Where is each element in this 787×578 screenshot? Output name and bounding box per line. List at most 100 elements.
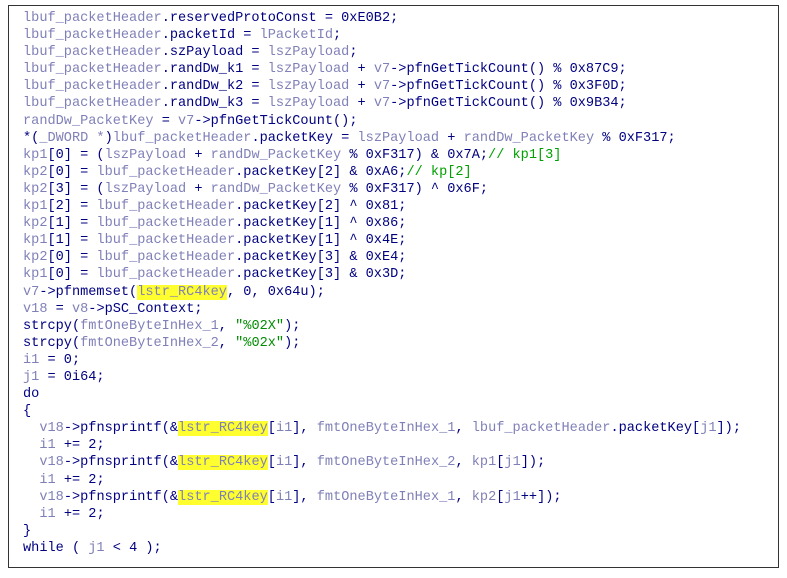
code-identifier[interactable]: v7 [23, 284, 40, 300]
code-identifier[interactable]: lbuf_packetHeader [96, 250, 236, 266]
code-identifier[interactable]: fmtOneByteInHex_2 [316, 455, 456, 471]
code-line[interactable]: v18 = v8->pSC_Context; [23, 301, 741, 318]
code-identifier[interactable]: i1 [39, 472, 56, 488]
code-line[interactable]: } [23, 523, 741, 540]
code-identifier[interactable]: v18 [39, 489, 64, 505]
code-line[interactable]: while ( j1 < 4 ); [23, 540, 741, 557]
code-line[interactable]: lbuf_packetHeader.randDw_k3 = lszPayload… [23, 95, 741, 112]
highlighted-identifier[interactable]: lstr_RC4key [178, 421, 268, 437]
code-identifier[interactable]: v7 [178, 113, 195, 129]
code-identifier[interactable]: i1 [275, 421, 293, 437]
code-line[interactable]: v18->pfnsprintf(&lstr_RC4key[i1], fmtOne… [23, 420, 741, 437]
code-identifier[interactable]: i1 [39, 506, 56, 522]
highlighted-identifier[interactable]: lstr_RC4key [178, 489, 268, 505]
code-identifier[interactable]: fmtOneByteInHex_1 [316, 421, 456, 437]
code-line[interactable]: kp2[0] = lbuf_packetHeader.packetKey[2] … [23, 164, 741, 181]
code-identifier[interactable]: kp2 [23, 216, 48, 232]
code-line[interactable]: kp1[2] = lbuf_packetHeader.packetKey[2] … [23, 198, 741, 215]
code-identifier[interactable]: randDw_PacketKey [210, 147, 342, 163]
code-line[interactable]: v18->pfnsprintf(&lstr_RC4key[i1], fmtOne… [23, 489, 741, 506]
code-identifier[interactable]: lbuf_packetHeader [96, 164, 236, 180]
code-line[interactable]: { [23, 403, 741, 420]
code-identifier[interactable]: j1 [504, 455, 521, 471]
code-line[interactable]: lbuf_packetHeader.randDw_k2 = lszPayload… [23, 78, 741, 95]
code-line[interactable]: lbuf_packetHeader.packetId = lPacketId; [23, 27, 741, 44]
code-line[interactable]: lbuf_packetHeader.reservedProtoConst = 0… [23, 10, 741, 27]
code-identifier[interactable]: j1 [88, 540, 105, 556]
code-identifier[interactable]: randDw_PacketKey [23, 113, 154, 129]
code-identifier[interactable]: lbuf_packetHeader [471, 421, 611, 437]
code-identifier[interactable]: lPacketId [259, 28, 334, 44]
code-line[interactable]: lbuf_packetHeader.szPayload = lszPayload… [23, 44, 741, 61]
code-identifier[interactable]: j1 [504, 489, 521, 505]
code-identifier[interactable]: kp2 [471, 489, 497, 505]
code-identifier[interactable]: lbuf_packetHeader [23, 45, 162, 61]
code-identifier[interactable]: lszPayload [104, 147, 187, 163]
code-line[interactable]: v18->pfnsprintf(&lstr_RC4key[i1], fmtOne… [23, 454, 741, 471]
code-identifier[interactable]: lbuf_packetHeader [23, 96, 162, 112]
code-line[interactable]: kp1[1] = lbuf_packetHeader.packetKey[1] … [23, 232, 741, 249]
code-identifier[interactable]: lszPayload [267, 62, 350, 78]
code-identifier[interactable]: v7 [373, 62, 391, 78]
code-line[interactable]: strcpy(fmtOneByteInHex_2, "%02x"); [23, 335, 741, 352]
code-identifier[interactable]: lbuf_packetHeader [96, 216, 236, 232]
code-identifier[interactable]: i1 [23, 352, 40, 368]
code-identifier[interactable]: kp1 [23, 147, 48, 163]
code-identifier[interactable]: kp1 [23, 199, 48, 215]
code-identifier[interactable]: lbuf_packetHeader [23, 79, 162, 95]
code-line[interactable]: kp1[0] = (lszPayload + randDw_PacketKey … [23, 147, 741, 164]
code-identifier[interactable]: kp2 [23, 181, 48, 197]
code-identifier[interactable]: lszPayload [357, 130, 440, 146]
code-identifier[interactable]: lszPayload [267, 96, 350, 112]
code-identifier[interactable]: lszPayload [104, 181, 187, 197]
code-identifier[interactable]: i1 [275, 455, 293, 471]
code-identifier[interactable]: kp1 [23, 267, 48, 283]
code-identifier[interactable]: kp1 [23, 233, 48, 249]
code-line[interactable]: i1 += 2; [23, 437, 741, 454]
code-identifier[interactable]: i1 [275, 489, 293, 505]
code-line[interactable]: i1 += 2; [23, 472, 741, 489]
code-line[interactable]: randDw_PacketKey = v7->pfnGetTickCount()… [23, 113, 741, 130]
code-identifier[interactable]: lbuf_packetHeader [96, 199, 236, 215]
code-identifier[interactable]: _DWORD * [39, 130, 105, 146]
code-identifier[interactable]: v8 [71, 301, 89, 317]
code-line[interactable]: kp2[3] = (lszPayload + randDw_PacketKey … [23, 181, 741, 198]
code-identifier[interactable]: i1 [39, 438, 56, 454]
code-line[interactable]: v7->pfnmemset(lstr_RC4key, 0, 0x64u); [23, 284, 741, 301]
code-identifier[interactable]: v18 [39, 455, 64, 471]
code-line[interactable]: strcpy(fmtOneByteInHex_1, "%02X"); [23, 318, 741, 335]
code-identifier[interactable]: fmtOneByteInHex_1 [80, 318, 219, 334]
code-identifier[interactable]: kp2 [23, 250, 48, 266]
pseudocode-listing[interactable]: lbuf_packetHeader.reservedProtoConst = 0… [23, 10, 741, 557]
code-identifier[interactable]: randDw_PacketKey [463, 130, 595, 146]
code-line[interactable]: j1 = 0i64; [23, 369, 741, 386]
code-identifier[interactable]: fmtOneByteInHex_1 [316, 489, 456, 505]
code-identifier[interactable]: lszPayload [267, 45, 350, 61]
code-identifier[interactable]: lbuf_packetHeader [112, 130, 252, 146]
code-identifier[interactable]: lbuf_packetHeader [23, 11, 162, 26]
code-identifier[interactable]: v7 [373, 79, 391, 95]
code-identifier[interactable]: j1 [700, 421, 717, 437]
code-identifier[interactable]: j1 [23, 369, 40, 385]
code-identifier[interactable]: kp1 [471, 455, 497, 471]
code-line[interactable]: kp1[0] = lbuf_packetHeader.packetKey[3] … [23, 266, 741, 283]
code-line[interactable]: i1 += 2; [23, 506, 741, 523]
code-identifier[interactable]: kp2 [23, 164, 48, 180]
highlighted-identifier[interactable]: lstr_RC4key [137, 284, 227, 300]
code-identifier[interactable]: fmtOneByteInHex_2 [80, 335, 219, 351]
code-line[interactable]: kp2[1] = lbuf_packetHeader.packetKey[1] … [23, 215, 741, 232]
code-identifier[interactable]: v7 [373, 96, 391, 112]
code-line[interactable]: do [23, 386, 741, 403]
code-identifier[interactable]: v18 [39, 421, 64, 437]
code-identifier[interactable]: lbuf_packetHeader [23, 62, 162, 78]
code-identifier[interactable]: lszPayload [267, 79, 350, 95]
code-line[interactable]: *(_DWORD *)lbuf_packetHeader.packetKey =… [23, 130, 741, 147]
code-identifier[interactable]: lbuf_packetHeader [96, 267, 236, 283]
code-identifier[interactable]: lbuf_packetHeader [96, 233, 236, 249]
code-line[interactable]: kp2[0] = lbuf_packetHeader.packetKey[3] … [23, 249, 741, 266]
code-line[interactable]: lbuf_packetHeader.randDw_k1 = lszPayload… [23, 61, 741, 78]
code-identifier[interactable]: lbuf_packetHeader [23, 28, 162, 44]
code-identifier[interactable]: randDw_PacketKey [210, 181, 342, 197]
code-line[interactable]: i1 = 0; [23, 352, 741, 369]
code-identifier[interactable]: v18 [23, 301, 48, 317]
